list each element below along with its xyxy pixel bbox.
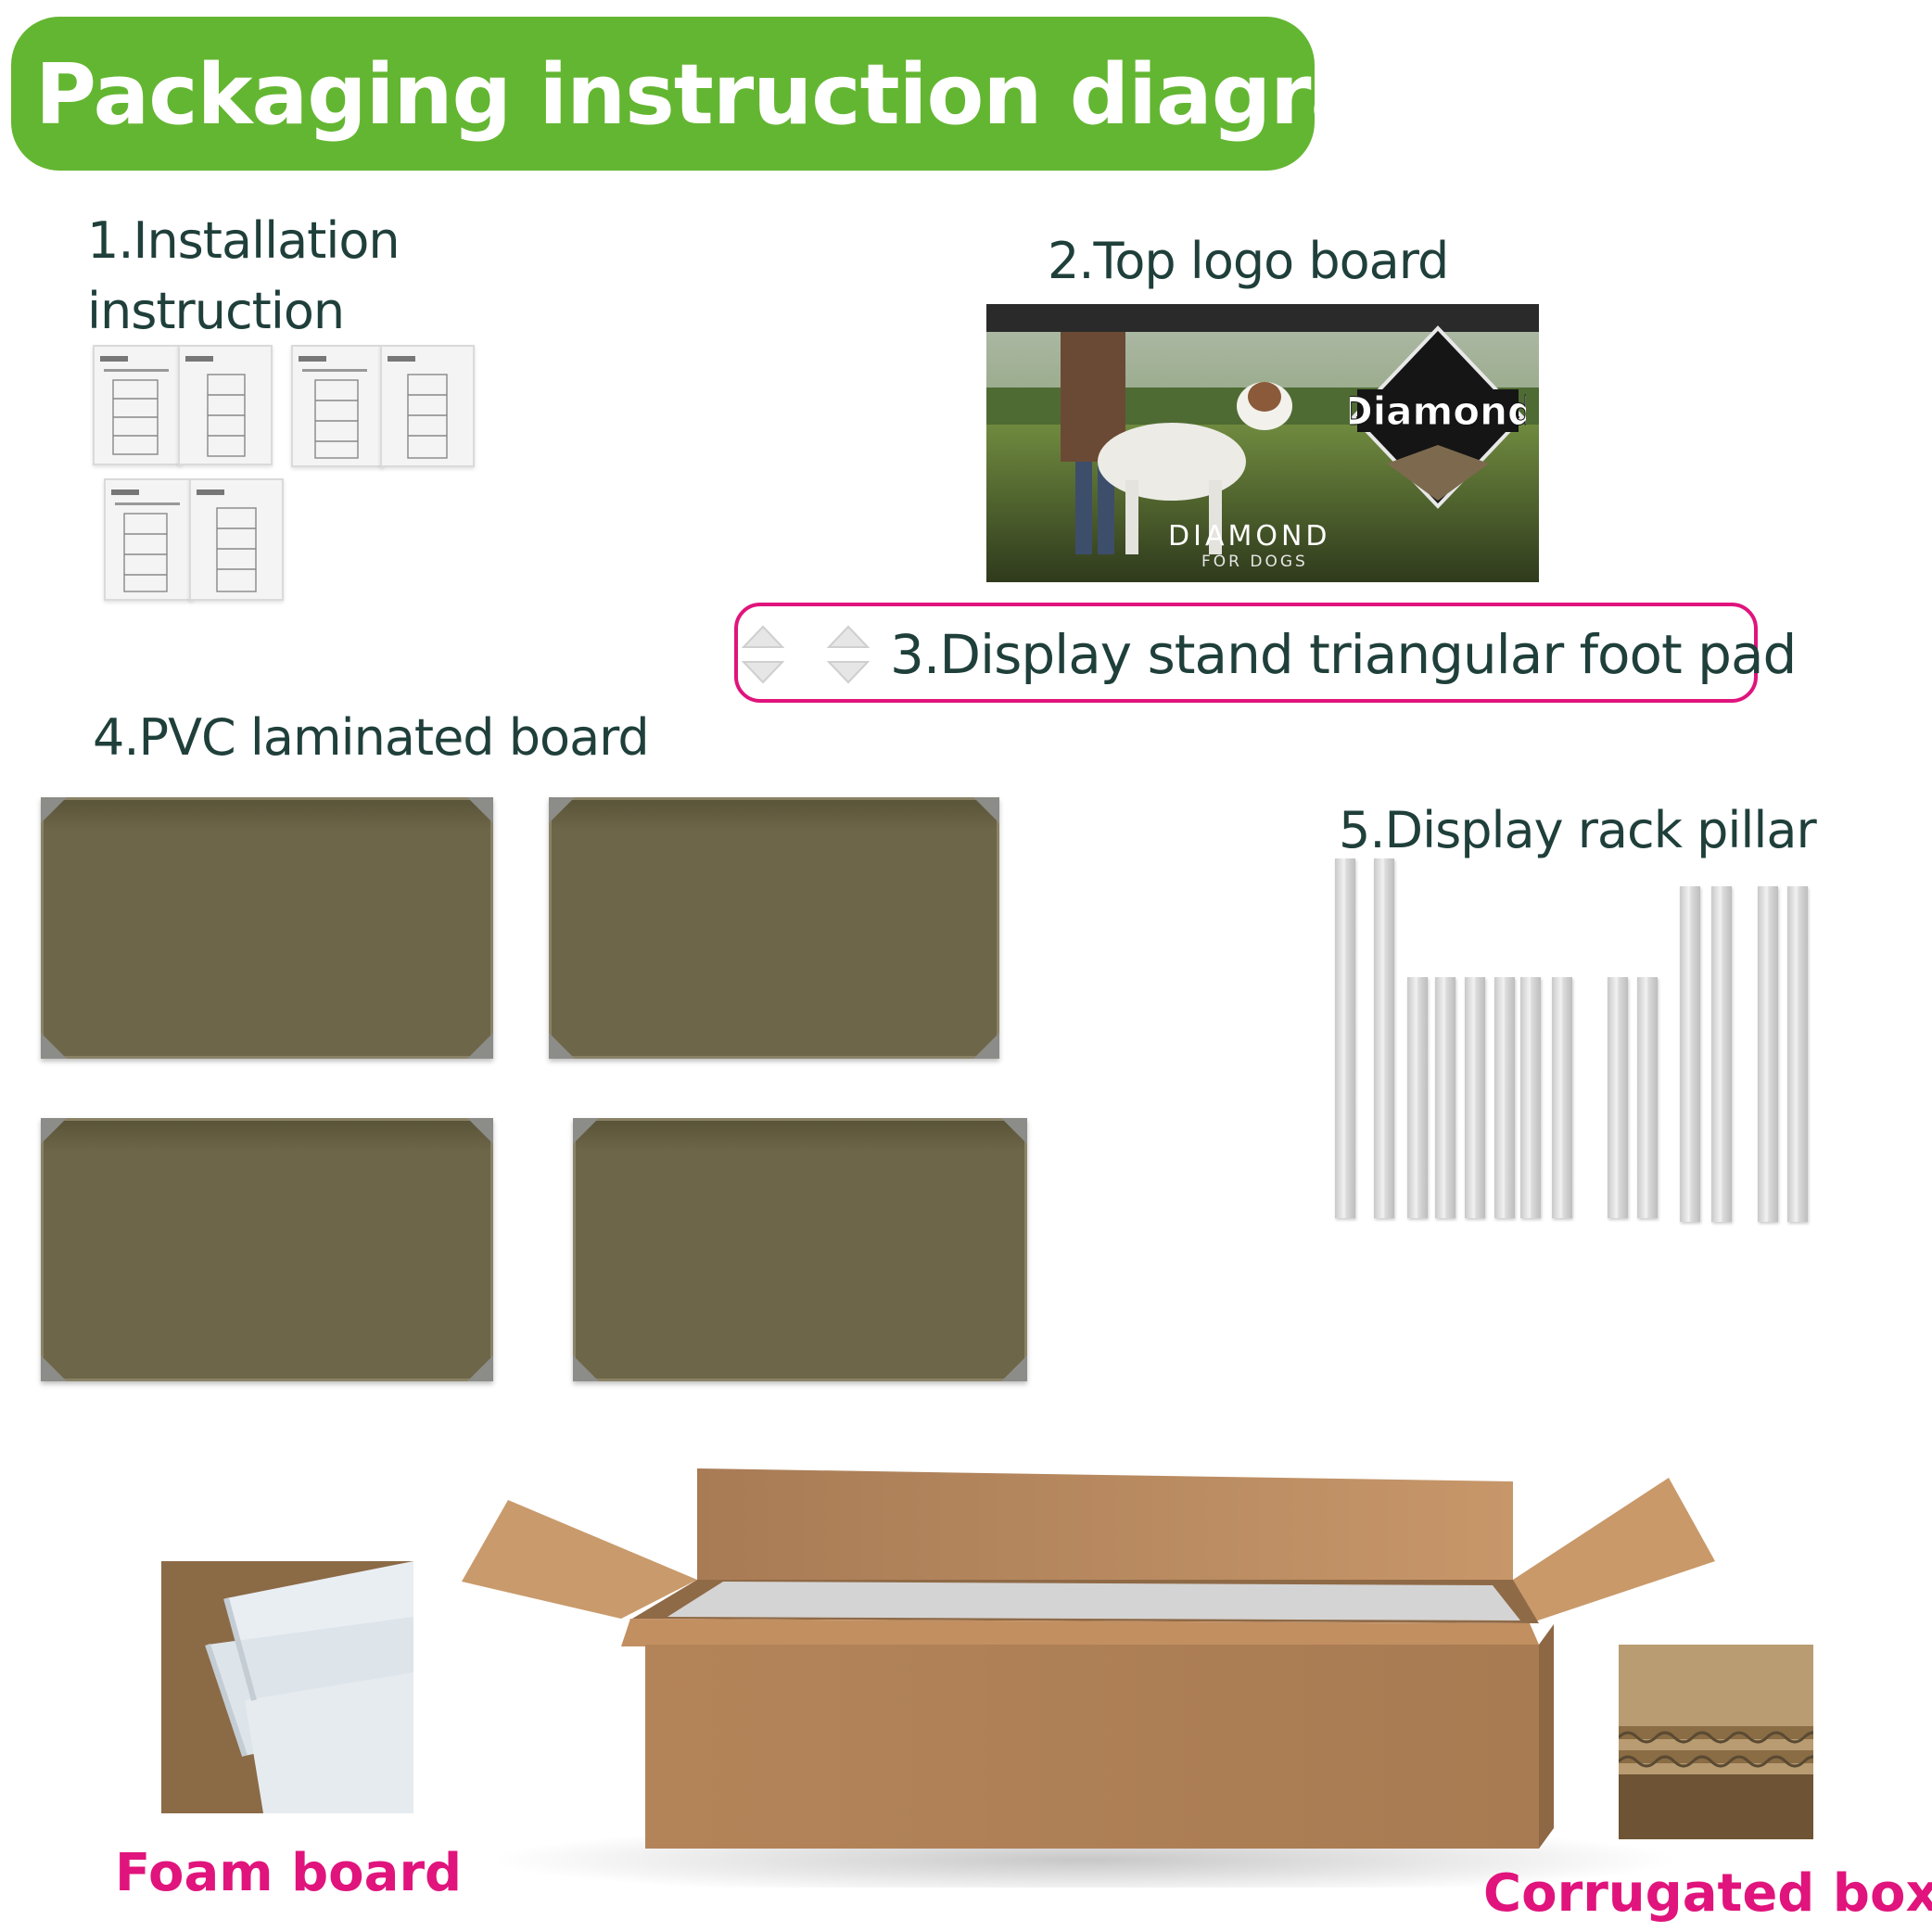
rack-pillar xyxy=(1374,858,1394,1218)
rack-pillar xyxy=(1711,886,1732,1222)
page-title: Packaging instruction diagram xyxy=(35,46,1453,144)
title-banner xyxy=(11,17,1315,171)
rack-pillar xyxy=(1494,977,1515,1218)
rack-pillar xyxy=(1608,977,1628,1218)
rack-pillar xyxy=(1680,886,1700,1222)
foam-board-label: Foam board xyxy=(115,1843,463,1903)
rack-pillar xyxy=(1435,977,1455,1218)
pvc-laminated-board xyxy=(41,797,493,1059)
foam-board-image xyxy=(161,1561,413,1813)
pvc-laminated-board xyxy=(549,797,999,1059)
instruction-sheet xyxy=(291,345,384,467)
brand-tagline: FOR DOGS xyxy=(1201,553,1308,571)
rack-pillar xyxy=(1787,886,1808,1222)
rack-pillar xyxy=(1520,977,1541,1218)
rack-pillar xyxy=(1407,977,1428,1218)
pvc-board-label: 4.PVC laminated board xyxy=(93,708,650,767)
rack-pillar xyxy=(1637,977,1658,1218)
triangle-foot-pad-icon xyxy=(741,625,785,684)
svg-text:Diamond: Diamond xyxy=(1350,388,1526,434)
cardboard-box-image xyxy=(462,1468,1715,1888)
rack-pillar xyxy=(1335,858,1355,1218)
instruction-sheet xyxy=(380,345,475,467)
pillar-label: 5.Display rack pillar xyxy=(1339,801,1817,859)
rack-pillar xyxy=(1465,977,1485,1218)
logo-board-label: 2.Top logo board xyxy=(1048,232,1449,290)
diamond-logo-icon: Diamond xyxy=(1350,325,1526,509)
foot-pad-callout xyxy=(734,603,1758,703)
installation-label-line2: instruction xyxy=(87,282,345,340)
corrugated-box-label: Corrugated box xyxy=(1483,1863,1932,1924)
rack-pillar xyxy=(1552,977,1572,1218)
triangle-foot-pad-icon xyxy=(826,625,871,684)
pvc-laminated-board xyxy=(41,1118,493,1381)
instruction-sheet xyxy=(104,478,193,601)
corrugated-cardboard-image xyxy=(1619,1645,1813,1839)
rack-pillar xyxy=(1758,886,1778,1222)
top-logo-board: Diamond xyxy=(986,304,1539,582)
installation-label-line1: 1.Installation xyxy=(87,211,400,270)
brand-name: DIAMOND xyxy=(1168,520,1331,553)
pvc-laminated-board xyxy=(573,1118,1027,1381)
instruction-sheet xyxy=(93,345,182,465)
foot-pad-label: 3.Display stand triangular foot pad xyxy=(890,623,1797,686)
instruction-sheet xyxy=(178,345,273,465)
instruction-sheet xyxy=(189,478,284,601)
